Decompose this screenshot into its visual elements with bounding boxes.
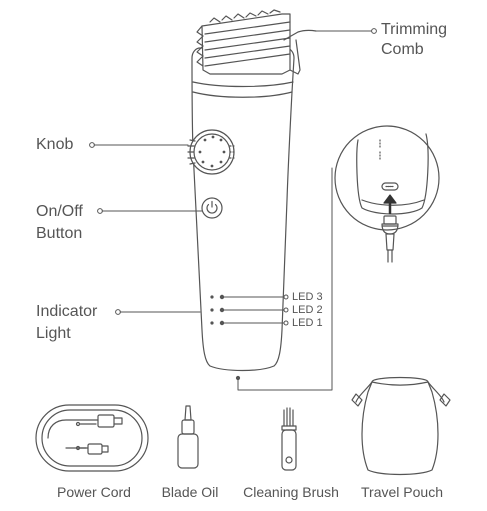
travel-pouch-icon bbox=[351, 376, 451, 476]
label-led2: LED 2 bbox=[292, 304, 323, 316]
trimmer bbox=[187, 9, 317, 381]
label-trimming-comb-1: Trimming bbox=[381, 21, 448, 38]
caption-cleaning-brush: Cleaning Brush bbox=[243, 484, 339, 500]
knob-icon bbox=[187, 129, 237, 175]
trimmer-body bbox=[191, 47, 295, 372]
power-cord-icon bbox=[35, 404, 149, 472]
label-knob: Knob bbox=[36, 136, 74, 153]
label-on-off-1: On/Off bbox=[36, 203, 83, 220]
caption-power-cord: Power Cord bbox=[57, 484, 131, 500]
cleaning-brush-icon bbox=[281, 407, 297, 471]
leader-lines bbox=[89, 28, 377, 391]
caption-blade-oil: Blade Oil bbox=[161, 484, 219, 500]
power-button-icon bbox=[201, 197, 223, 219]
label-trimming-comb-2: Comb bbox=[381, 41, 424, 58]
label-indicator-2: Light bbox=[36, 325, 71, 342]
label-on-off-2: Button bbox=[36, 225, 83, 242]
label-indicator-1: Indicator bbox=[36, 303, 98, 320]
trimming-comb-icon bbox=[196, 9, 317, 75]
charging-port-detail bbox=[334, 125, 440, 263]
caption-travel-pouch: Travel Pouch bbox=[361, 484, 443, 500]
blade-oil-icon bbox=[177, 405, 199, 469]
label-led3: LED 3 bbox=[292, 291, 323, 303]
label-led1: LED 1 bbox=[292, 317, 323, 329]
